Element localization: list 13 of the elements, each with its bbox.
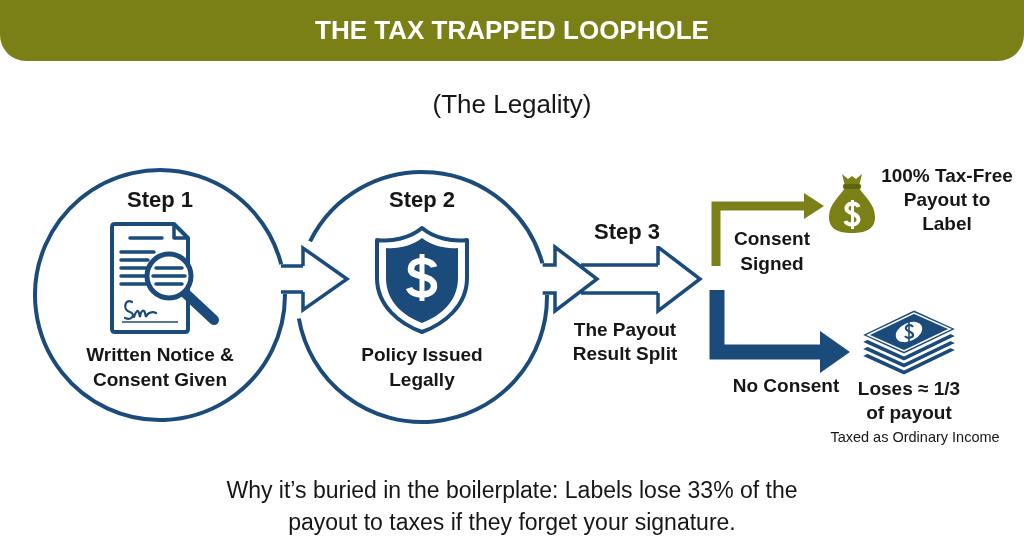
step-description: Written Notice & Consent Given [85, 343, 235, 392]
title: THE TAX TRAPPED LOOPHOLE [315, 14, 709, 46]
block-arrow [540, 243, 702, 315]
caption: Why it’s buried in the boilerplate: Labels lose 33% of the payout to taxes if they forget your signature. [225, 476, 799, 537]
outcome-note: Taxed as Ordinary Income [830, 428, 1000, 446]
subtitle: (The Legality) [432, 88, 592, 121]
arrow-caption: The Payout Result Split [571, 318, 679, 366]
block-arrow [279, 246, 349, 312]
step-heading: Step 1 [127, 186, 193, 214]
outcome-text: Loses ≈ 1/3 of payout [856, 377, 962, 425]
outcome-text: 100% Tax-Free Payout to Label [880, 164, 1014, 236]
step-heading: Step 2 [389, 186, 455, 214]
step-description: Policy Issued Legally [360, 343, 484, 392]
